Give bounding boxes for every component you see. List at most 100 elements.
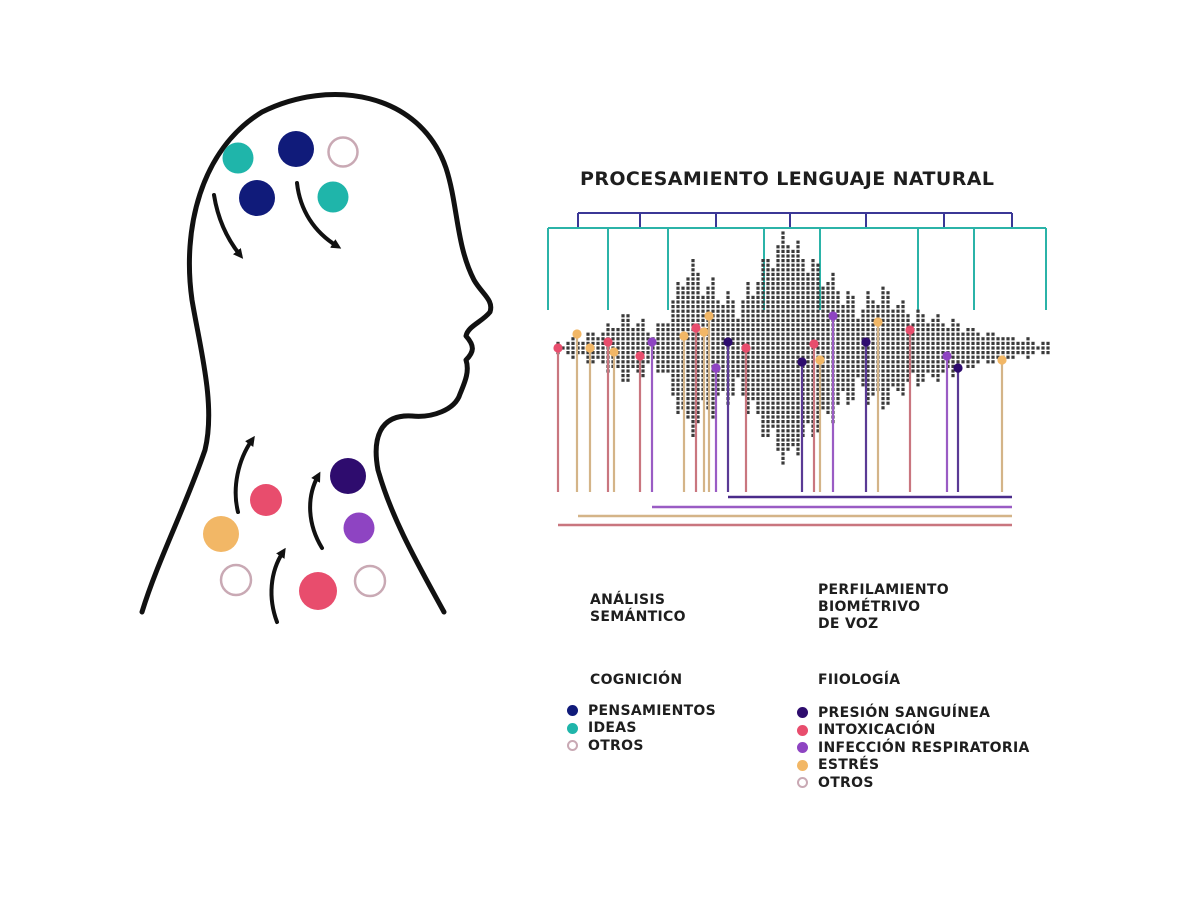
wave-dot [796, 240, 800, 244]
wave-dot [696, 420, 700, 424]
wave-dot [786, 286, 790, 290]
wave-dot [921, 351, 925, 355]
wave-dot [991, 341, 995, 345]
wave-dot [821, 392, 825, 396]
wave-dot [686, 364, 690, 368]
wave-dot [636, 364, 640, 368]
marker-dot [699, 327, 709, 337]
wave-dot [896, 374, 900, 378]
wave-dot [711, 323, 715, 327]
wave-dot [736, 337, 740, 341]
wave-dot [686, 282, 690, 286]
wave-dot [921, 314, 925, 318]
marker-dot [572, 329, 582, 339]
wave-dot [671, 323, 675, 327]
wave-dot [766, 328, 770, 332]
wave-dot [731, 305, 735, 309]
wave-dot [796, 351, 800, 355]
wave-dot [746, 295, 750, 299]
wave-dot [721, 355, 725, 359]
wave-dot [776, 355, 780, 359]
tree-upper [577, 212, 1013, 228]
wave-dot [691, 295, 695, 299]
wave-dot [771, 424, 775, 428]
marker-dot [997, 355, 1007, 365]
wave-dot [681, 295, 685, 299]
wave-dot [741, 383, 745, 387]
wave-dot [956, 351, 960, 355]
wave-dot [781, 254, 785, 258]
wave-dot [826, 332, 830, 336]
wave-dot [691, 397, 695, 401]
wave-dot [786, 277, 790, 281]
wave-dot [696, 401, 700, 405]
wave-dot [816, 337, 820, 341]
wave-dot [896, 332, 900, 336]
wave-dot [1006, 346, 1010, 350]
wave-dot [846, 328, 850, 332]
wave-dot [941, 364, 945, 368]
wave-dot [821, 341, 825, 345]
wave-dot [871, 387, 875, 391]
wave-dot [631, 332, 635, 336]
wave-dot [786, 378, 790, 382]
wave-dot [816, 401, 820, 405]
wave-dot [886, 346, 890, 350]
wave-dot [761, 406, 765, 410]
wave-dot [681, 328, 685, 332]
wave-dot [786, 374, 790, 378]
wave-dot [741, 355, 745, 359]
wave-dot [941, 341, 945, 345]
wave-dot [771, 410, 775, 414]
wave-dot [766, 277, 770, 281]
wave-dot [756, 305, 760, 309]
wave-dot [761, 420, 765, 424]
wave-dot [631, 337, 635, 341]
wave-dot [921, 332, 925, 336]
wave-dot [766, 424, 770, 428]
wave-dot [821, 314, 825, 318]
wave-dot [1046, 351, 1050, 355]
wave-dot [881, 401, 885, 405]
wave-dot [616, 341, 620, 345]
wave-dot [781, 452, 785, 456]
wave-dot [881, 351, 885, 355]
wave-dot [856, 328, 860, 332]
wave-dot [696, 406, 700, 410]
wave-dot [791, 332, 795, 336]
wave-dot [691, 383, 695, 387]
wave-dot [646, 337, 650, 341]
wave-dot [691, 424, 695, 428]
wave-dot [591, 351, 595, 355]
wave-dot [801, 346, 805, 350]
wave-dot [811, 314, 815, 318]
wave-dot [656, 323, 660, 327]
wave-dot [621, 378, 625, 382]
wave-dot [771, 374, 775, 378]
wave-dot [796, 364, 800, 368]
wave-dot [871, 300, 875, 304]
wave-dot [776, 305, 780, 309]
wave-dot [931, 328, 935, 332]
wave-dot [776, 268, 780, 272]
wave-dot [751, 346, 755, 350]
wave-dot [916, 341, 920, 345]
wave-dot [961, 337, 965, 341]
wave-dot [791, 355, 795, 359]
wave-dot [981, 355, 985, 359]
wave-dot [736, 364, 740, 368]
wave-dot [916, 323, 920, 327]
wave-dot [696, 282, 700, 286]
wave-dot [811, 300, 815, 304]
wave-dot [916, 351, 920, 355]
wave-dot [976, 351, 980, 355]
wave-dot [786, 323, 790, 327]
wave-dot [881, 291, 885, 295]
wave-dot [616, 332, 620, 336]
wave-dot [676, 337, 680, 341]
wave-dot [881, 383, 885, 387]
wave-dot [896, 346, 900, 350]
wave-dot [691, 355, 695, 359]
wave-dot [786, 263, 790, 267]
wave-dot [791, 433, 795, 437]
